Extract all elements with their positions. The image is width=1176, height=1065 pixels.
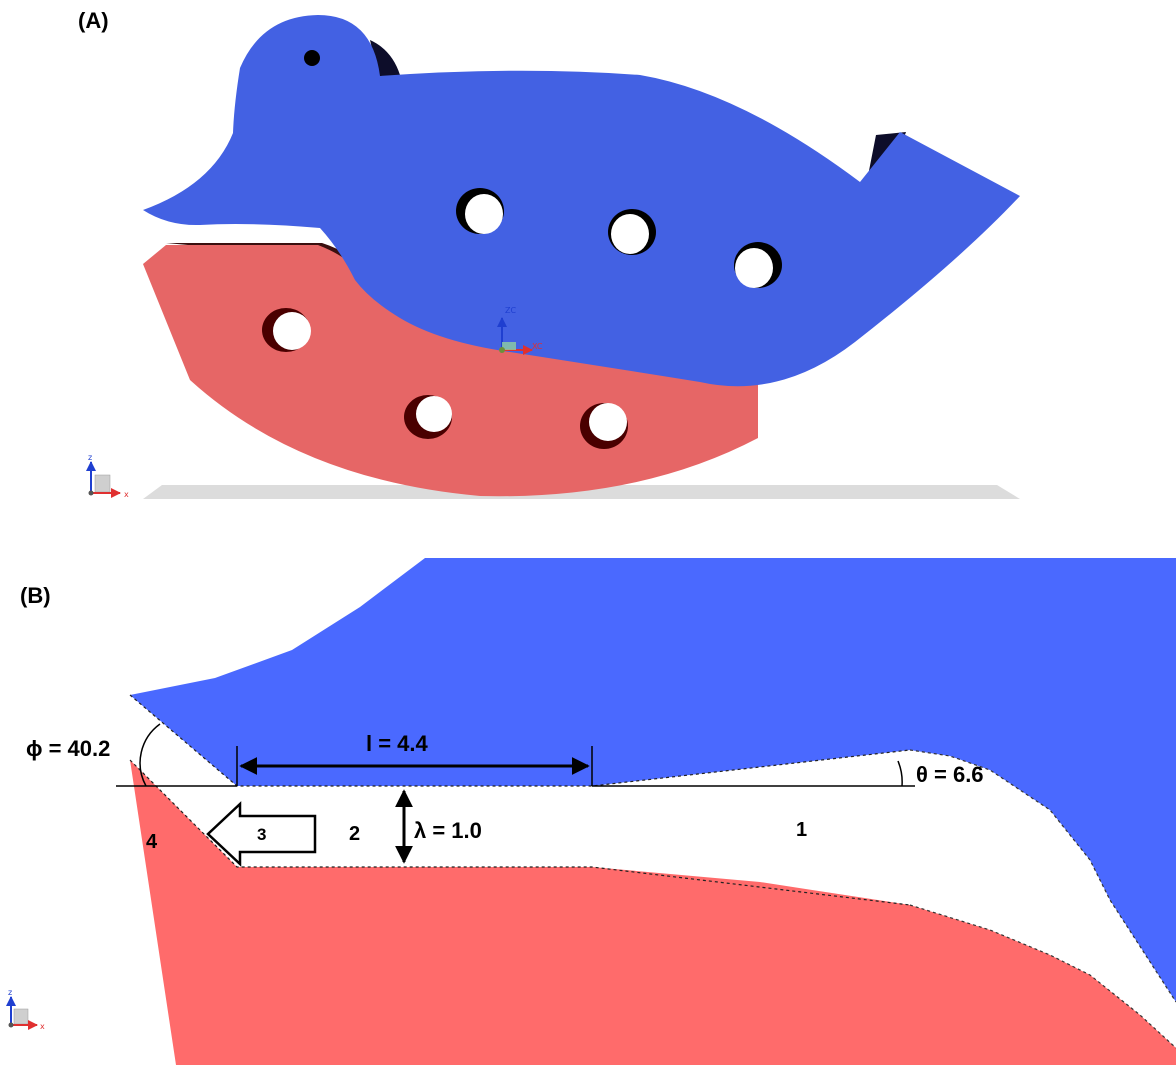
length-l-label: l = 4.4 bbox=[366, 731, 429, 756]
lower-part-zoom bbox=[130, 760, 1176, 1065]
lower-rocker-part bbox=[143, 243, 758, 497]
ground-plate bbox=[143, 485, 1020, 499]
lambda-label: λ = 1.0 bbox=[414, 818, 482, 843]
region-3-label: 3 bbox=[257, 825, 266, 844]
view-csys: ZC XC bbox=[497, 306, 543, 355]
panel-a: (A) bbox=[78, 8, 1020, 499]
panel-b: (B) ϕ = 40.2 l = 4.4 θ = 6.6 λ = 1.0 bbox=[5, 558, 1176, 1065]
region-1-label: 1 bbox=[796, 819, 807, 841]
triad-a-x: x bbox=[124, 490, 129, 499]
phi-label: ϕ = 40.2 bbox=[26, 736, 110, 761]
axis-triad-a: z x bbox=[86, 453, 129, 499]
phi-angle-arc bbox=[139, 723, 161, 787]
upper-part-eye bbox=[304, 50, 320, 66]
upper-part-zoom bbox=[130, 558, 1176, 1002]
view-csys-xc: XC bbox=[532, 342, 543, 351]
region-4-label: 4 bbox=[146, 831, 158, 853]
theta-label: θ = 6.6 bbox=[916, 762, 984, 787]
upper-part-holes bbox=[456, 188, 782, 288]
region-2-label: 2 bbox=[349, 823, 360, 845]
theta-angle-arc bbox=[897, 760, 903, 787]
view-csys-zc: ZC bbox=[505, 306, 516, 315]
panel-a-label: (A) bbox=[78, 8, 109, 33]
triad-b-z: z bbox=[8, 988, 12, 997]
upper-part-face bbox=[143, 15, 1020, 387]
triad-b-x: x bbox=[40, 1022, 45, 1031]
upper-rocker-part bbox=[143, 15, 1020, 387]
flow-direction-arrow bbox=[206, 801, 317, 867]
lower-part-holes bbox=[262, 308, 628, 449]
gap-profile-outlines bbox=[129, 694, 1176, 1049]
panel-b-label: (B) bbox=[20, 583, 51, 608]
triad-a-z: z bbox=[88, 453, 92, 462]
axis-triad-b: z x bbox=[5, 988, 45, 1031]
